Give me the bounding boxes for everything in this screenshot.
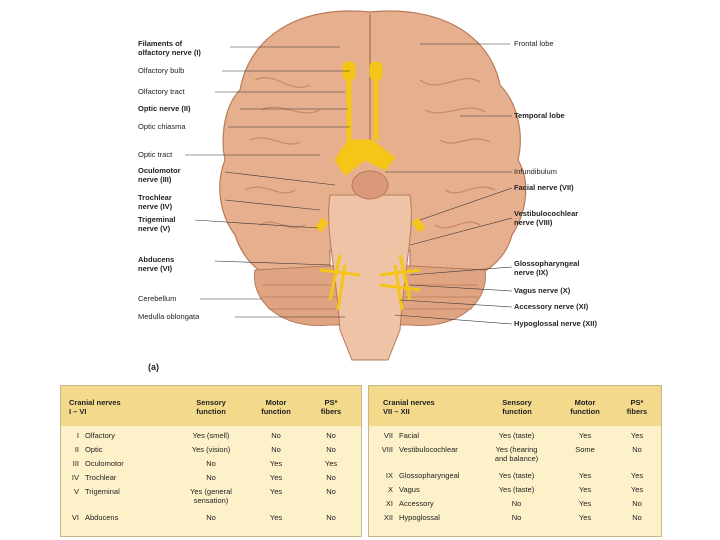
row-num: IV — [71, 473, 79, 482]
label-frontal-lobe: Frontal lobe — [514, 39, 554, 48]
label-olfactory-tract: Olfactory tract — [138, 87, 185, 96]
cerebellum — [253, 264, 487, 327]
cranial-nerves — [314, 61, 426, 311]
row-name: Trigeminal — [85, 487, 120, 496]
label-trochlear: Trochlear nerve (IV) — [138, 193, 173, 211]
label-optic-chiasma: Optic chiasma — [138, 122, 186, 131]
header-ps: PS* fibers — [320, 398, 342, 416]
row-name: Vestibulocochlear — [399, 445, 458, 454]
table-header — [61, 386, 361, 426]
row-ps: No — [326, 445, 336, 454]
row-name: Facial — [399, 431, 420, 440]
figure-label: (a) — [148, 362, 159, 372]
header-motor: Motor function — [261, 398, 291, 416]
row-ps: No — [632, 499, 642, 508]
row-name: Trochlear — [85, 473, 117, 482]
row-motor: Yes — [578, 499, 592, 508]
label-infundibulum: Infundibulum — [514, 167, 557, 176]
row-ps: No — [632, 445, 642, 454]
row-num: XII — [383, 513, 393, 522]
row-ps: Yes — [630, 471, 644, 480]
label-accessory: Accessory nerve (XI) — [514, 302, 589, 311]
row-motor: Yes — [269, 487, 283, 496]
label-facial-nerve: Facial nerve (VII) — [514, 183, 574, 192]
row-ps: No — [326, 513, 336, 522]
row-ps: No — [326, 473, 336, 482]
row-sensory: Yes (taste) — [498, 431, 535, 440]
row-num: IX — [385, 471, 393, 480]
label-optic-tract: Optic tract — [138, 150, 173, 159]
row-sensory: Yes (general sensation) — [190, 487, 232, 505]
row-ps: Yes — [630, 485, 644, 494]
row-motor: Yes — [269, 513, 283, 522]
row-ps: No — [326, 487, 336, 496]
row-motor: No — [271, 445, 281, 454]
header-ps: PS* fibers — [626, 398, 648, 416]
row-sensory: No — [511, 499, 522, 508]
row-ps: Yes — [324, 459, 338, 468]
label-cerebellum: Cerebellum — [138, 294, 177, 303]
row-ps: No — [632, 513, 642, 522]
row-num: I — [76, 431, 79, 440]
label-filaments: Filaments of olfactory nerve (I) — [138, 39, 201, 57]
row-sensory: Yes (hearing and balance) — [494, 445, 539, 463]
row-name: Vagus — [399, 485, 420, 494]
row-motor: Yes — [269, 459, 283, 468]
row-num: VI — [71, 513, 79, 522]
label-medulla: Medulla oblongata — [138, 312, 200, 321]
row-name: Optic — [85, 445, 103, 454]
table-header — [369, 386, 661, 426]
row-name: Oculomotor — [85, 459, 124, 468]
row-ps: No — [326, 431, 336, 440]
brainstem — [328, 170, 412, 361]
row-name: Hypoglossal — [399, 513, 440, 522]
header-nerves: Cranial nerves VII – XII — [383, 398, 435, 416]
row-sensory: No — [511, 513, 522, 522]
label-glossopharyngeal: Glossopharyngeal nerve (IX) — [514, 259, 580, 277]
header-sensory: Sensory function — [502, 398, 532, 416]
row-sensory: No — [206, 513, 216, 522]
row-name: Abducens — [85, 513, 119, 522]
row-num: X — [387, 485, 393, 494]
table-cranial-nerves-7-12: Cranial nerves VII – XII Sensory functio… — [368, 385, 662, 537]
label-olfactory-bulb: Olfactory bulb — [138, 66, 185, 75]
row-motor: Yes — [269, 473, 283, 482]
row-motor: Yes — [578, 485, 592, 494]
row-num: VII — [383, 431, 393, 440]
row-motor: Yes — [578, 471, 592, 480]
row-num: III — [72, 459, 79, 468]
row-motor: Some — [575, 445, 595, 454]
row-num: II — [74, 445, 79, 454]
row-sensory: No — [206, 459, 216, 468]
label-vestibulocochlear: Vestibulocochlear nerve (VIII) — [514, 209, 579, 227]
row-name: Accessory — [399, 499, 434, 508]
row-name: Glossopharyngeal — [399, 471, 460, 480]
row-motor: No — [271, 431, 281, 440]
label-temporal-lobe: Temporal lobe — [514, 111, 565, 120]
header-nerves: Cranial nerves I – VI — [69, 398, 121, 416]
row-num: VIII — [381, 445, 393, 454]
table-cranial-nerves-1-6: Cranial nerves I – VI Sensory function M… — [60, 385, 362, 537]
row-num: V — [73, 487, 79, 496]
label-hypoglossal: Hypoglossal nerve (XII) — [514, 319, 597, 328]
row-num: XI — [385, 499, 393, 508]
label-optic-nerve: Optic nerve (II) — [138, 104, 191, 113]
row-sensory: Yes (vision) — [191, 445, 231, 454]
label-vagus: Vagus nerve (X) — [514, 286, 571, 295]
row-motor: Yes — [578, 513, 592, 522]
row-name: Olfactory — [85, 431, 116, 440]
label-trigeminal: Trigeminal nerve (V) — [138, 215, 176, 233]
row-motor: Yes — [578, 431, 592, 440]
row-sensory: Yes (smell) — [192, 431, 230, 440]
row-ps: Yes — [630, 431, 644, 440]
label-abducens: Abducens nerve (VI) — [138, 255, 175, 273]
row-sensory: No — [206, 473, 216, 482]
label-oculomotor: Oculomotor nerve (III) — [138, 166, 181, 184]
row-sensory: Yes (taste) — [498, 471, 535, 480]
header-motor: Motor function — [570, 398, 600, 416]
row-sensory: Yes (taste) — [498, 485, 535, 494]
leader-lines — [185, 43, 513, 325]
header-sensory: Sensory function — [196, 398, 226, 416]
